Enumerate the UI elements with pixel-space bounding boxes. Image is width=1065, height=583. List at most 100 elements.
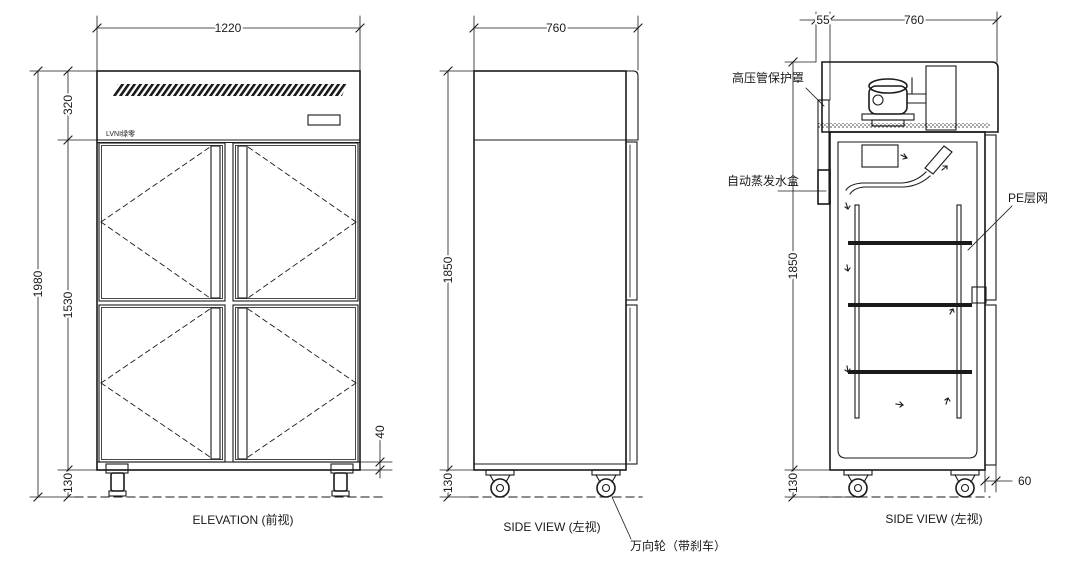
airflow-arrows [844,153,955,408]
door-handle [971,286,987,304]
door-inner-frame [101,145,223,299]
top-panel-divider [96,139,361,144]
top-panel-dimension: 320 [61,95,75,115]
section-extension-lines [784,11,998,498]
evaporator-fan [924,145,953,175]
elevation-dimension-lines [37,27,381,498]
compressor-compartment [818,61,999,133]
elevation-extension-lines [29,15,393,498]
right-foot-bracket [330,463,354,474]
compressor-pipes [906,77,927,104]
ventilation-grille [113,84,347,96]
side-door-lower [625,304,638,465]
pipe-guard-label: 高压管保护罩 [732,70,804,85]
section-view-title: SIDE VIEW (左视) [885,511,982,526]
caster-wheel [848,478,868,498]
shelf-3 [848,370,972,374]
compressor [861,77,927,127]
shelf-2 [848,303,972,307]
caster-hub [960,483,970,493]
compressor-terminal [872,94,884,106]
caster-bracket [843,469,873,476]
brand-logo-text: LVNI绿零 [106,129,135,138]
side-caster-left [485,469,515,498]
door-swing-lines [100,146,211,299]
door-lower-left [98,304,226,463]
overhang-dimension: 55 [816,13,830,27]
evaporation-tray-label: 自动蒸发水盒 [727,173,799,188]
side-door-upper [625,141,638,301]
section-base-dimension: 130 [786,473,800,493]
caster-hub [853,483,863,493]
caster-hub [495,483,505,493]
cabinet-front: LVNI绿零 [96,70,361,471]
left-foot-caster [110,472,125,492]
side-dimension-ticks [443,23,643,502]
door-upper-right [232,142,359,302]
side-depth-dimension: 760 [546,21,566,35]
section-caster-right [950,469,980,498]
door-handle [237,145,248,299]
caster-label: 万向轮（带刹车） [630,538,726,553]
door-inner-frame [235,145,356,299]
control-panel [307,114,341,126]
side-view-title: SIDE VIEW (左视) [503,519,600,534]
base-height-dimension: 130 [61,473,75,493]
door-upper-left [98,142,226,302]
elevation-view: 1220 1980 320 1530 130 40 LVNI绿零 [29,15,393,527]
side-body [473,70,627,471]
total-height-dimension: 1980 [31,270,45,297]
shelf-1 [848,241,972,245]
elevation-title: ELEVATION (前视) [193,512,294,527]
cabinet-base [96,461,361,497]
width-dimension: 1220 [215,21,242,35]
section-body [829,131,986,471]
caster-bracket [485,469,515,476]
caster-leader-line [611,496,632,540]
left-foot-bracket [105,463,129,474]
cabinet-side [473,70,639,471]
caster-bracket [591,469,621,476]
caster-wheel [490,478,510,498]
shelf-label: PE层网 [1008,191,1048,205]
compartment-outline [821,61,999,133]
door-inner-frame [101,307,223,460]
caster-hub [601,483,611,493]
door-swing-lines [100,308,211,458]
left-foot-pad [108,490,127,497]
section-depth-dimension: 760 [904,13,924,27]
door-frame [98,142,226,302]
side-caster-right [591,469,621,498]
door-lower-right [232,304,359,463]
section-caster-left [843,469,873,498]
side-extension-lines [439,15,639,498]
side-dimension-lines [447,27,639,498]
pipe-guard-leader [805,87,825,107]
door-offset-dimension: 60 [1018,474,1032,488]
evaporator-coil [861,144,899,168]
compressor-mount [871,119,905,127]
caster-wheel [596,478,616,498]
shelf-post-right [956,204,962,419]
door-handle [210,145,221,299]
door-handle [237,307,248,460]
inner-liner [837,141,978,459]
compressor-base [861,113,915,121]
caster-bracket [950,469,980,476]
door-frame [232,142,359,302]
base-strip-dimension: 40 [373,425,387,439]
section-dimension-ticks [788,15,1002,502]
door-swing-lines [247,308,357,458]
right-foot-pad [331,490,350,497]
base-strip [96,461,361,471]
drain-duct [845,171,931,195]
shelf-leader [967,205,1013,251]
side-top-panel-line [473,139,627,465]
section-door-upper [984,134,997,301]
caster-wheel [955,478,975,498]
door-inner-frame [235,307,356,460]
door-frame [232,304,359,463]
door-swing-lines [247,146,357,299]
cabinet-outline [96,70,361,471]
condenser-coil [925,65,957,131]
